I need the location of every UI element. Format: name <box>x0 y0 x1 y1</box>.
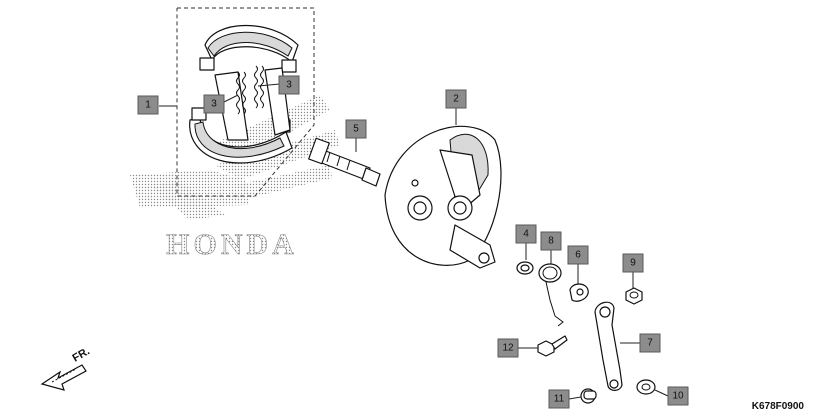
callout-3b-label: 3 <box>286 80 292 91</box>
wear-indicator-plate <box>569 283 589 302</box>
bolt <box>537 335 568 357</box>
callout-4-label: 4 <box>523 229 529 240</box>
callout-9: 9 <box>622 253 644 273</box>
callout-6-label: 6 <box>575 250 581 261</box>
honda-logo-text: HONDA <box>166 228 298 261</box>
callout-9-label: 9 <box>630 258 636 269</box>
callout-1-label: 1 <box>145 100 151 111</box>
brake-panel <box>384 125 502 269</box>
callout-5-label: 5 <box>353 124 359 135</box>
brake-shoe-springs <box>236 65 264 115</box>
callout-8: 8 <box>540 231 562 251</box>
callout-7-label: 7 <box>647 338 653 349</box>
callout-11-label: 11 <box>554 394 565 405</box>
drawing-code: K678F0900 <box>751 401 804 412</box>
forward-direction-label: FR. <box>71 345 92 364</box>
callout-10-label: 10 <box>672 391 684 402</box>
nut <box>625 287 643 305</box>
callout-12-label: 12 <box>502 343 514 354</box>
callout-11: 11 <box>548 389 570 409</box>
callout-12: 12 <box>497 338 519 358</box>
spring-pin <box>580 388 597 404</box>
callout-6: 6 <box>567 245 589 265</box>
callout-3a: 3 <box>203 94 225 114</box>
forward-direction-arrow <box>40 364 87 391</box>
leader-lines <box>159 83 669 400</box>
callout-3b: 3 <box>278 75 300 95</box>
brake-camshaft <box>308 137 381 187</box>
brake-joint <box>636 379 656 395</box>
callout-3a-label: 3 <box>211 99 217 110</box>
callout-5: 5 <box>345 119 367 139</box>
callout-7: 7 <box>639 333 661 353</box>
callout-1: 1 <box>137 95 159 115</box>
callout-2: 2 <box>445 89 467 109</box>
return-spring <box>538 263 564 327</box>
brake-shoe-set <box>189 24 299 164</box>
brake-shoe-group-box <box>176 7 315 197</box>
callout-10: 10 <box>667 386 689 406</box>
callout-2-label: 2 <box>453 94 459 105</box>
callout-4: 4 <box>515 224 537 244</box>
brake-arm <box>594 301 623 391</box>
felt-seal <box>516 261 534 275</box>
callout-8-label: 8 <box>548 236 554 247</box>
